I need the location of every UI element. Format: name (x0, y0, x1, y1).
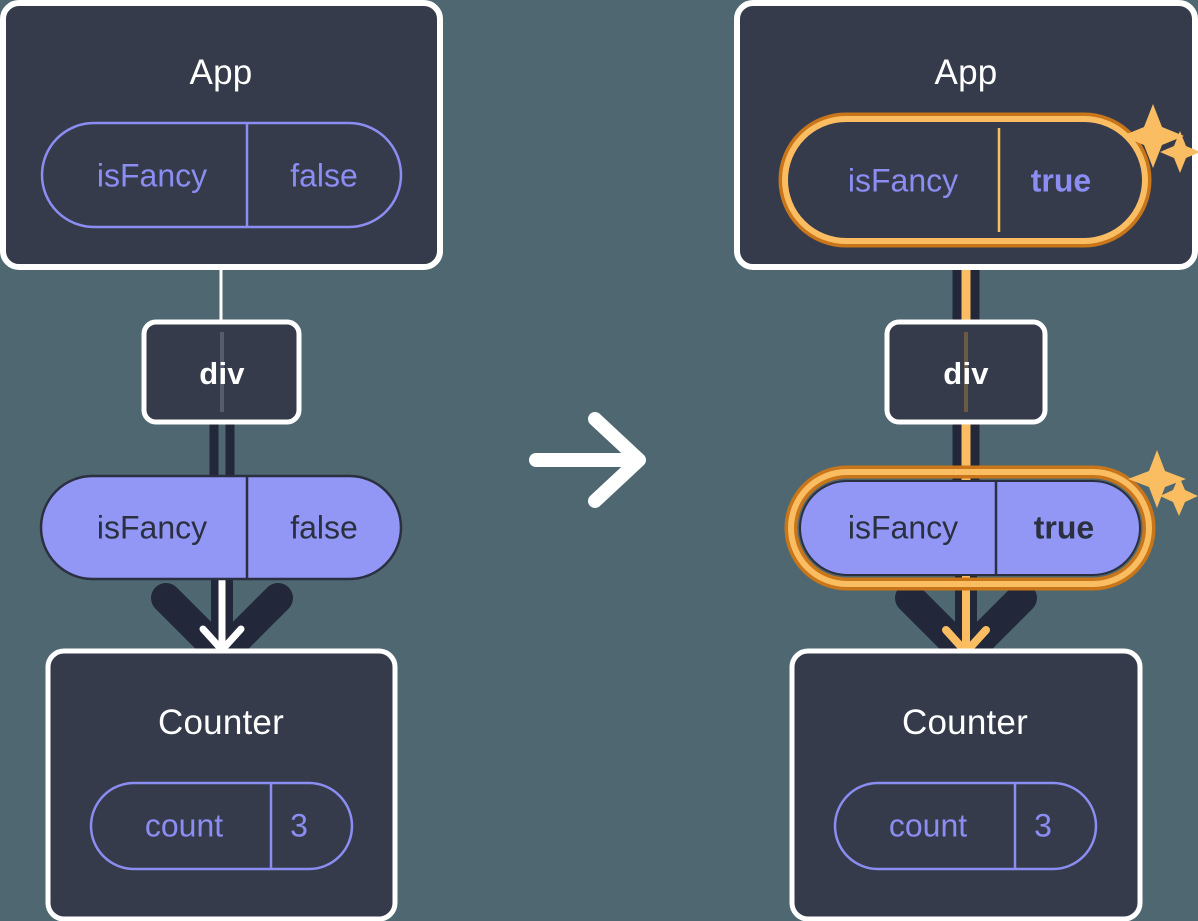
counter-box-title-before: Counter (158, 703, 284, 742)
prop-pill-key-before: isFancy (96, 509, 208, 546)
app-pill-value-after: true (1030, 162, 1092, 199)
app-pill-highlight-inner-after (782, 116, 1148, 244)
prop-pill-value-before: false (290, 509, 358, 546)
sparkle-small-icon-top (1160, 131, 1198, 173)
counter-pill-after (833, 781, 1098, 871)
transition-arrow-icon (529, 412, 646, 508)
div-box-label-before: div (199, 356, 245, 391)
div-box-label-after: div (943, 356, 989, 391)
counter-box-after (789, 648, 1143, 921)
prop-pill-highlight-inner-after (788, 469, 1152, 587)
prop-pill-value-after: true (1033, 509, 1095, 546)
prop-pill-key-after: isFancy (847, 509, 959, 546)
prop-pill-before (39, 474, 403, 581)
after-group (734, 0, 1198, 921)
app-box-title-before: App (189, 53, 253, 92)
counter-box-before (45, 648, 398, 921)
counter-pill-before (89, 781, 354, 871)
counter-pill-value-after: 3 (1034, 807, 1052, 844)
sparkle-large-icon-bottom (1128, 450, 1186, 508)
counter-pill-value-before: 3 (290, 807, 308, 844)
app-pill-value-before: false (290, 157, 358, 194)
sparkle-small-icon-bottom (1160, 476, 1198, 516)
prop-pill-after (799, 480, 1141, 576)
sparkle-large-icon-top (1122, 104, 1184, 168)
counter-pill-key-before: count (144, 807, 224, 844)
app-box-title-after: App (934, 53, 998, 92)
app-pill-before (40, 121, 403, 229)
app-pill-key-after: isFancy (847, 162, 959, 199)
counter-pill-key-after: count (888, 807, 968, 844)
counter-box-title-after: Counter (902, 703, 1028, 742)
before-group (0, 0, 443, 921)
connector-div-pill-after (952, 415, 980, 490)
app-box-before (0, 0, 443, 270)
app-pill-key-before: isFancy (96, 157, 208, 194)
